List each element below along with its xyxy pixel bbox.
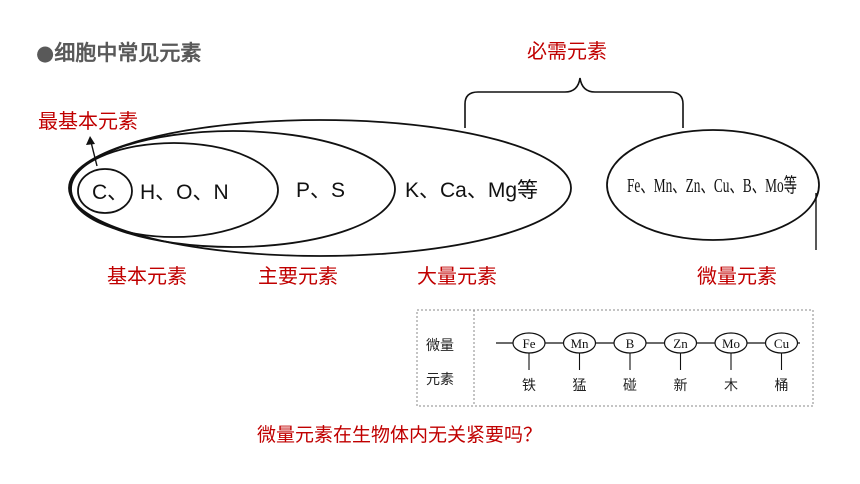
question-text: 微量元素在生物体内无关紧要吗？: [257, 424, 542, 446]
table-header-line1: 微量: [426, 338, 454, 354]
elements-p-s: P、S: [296, 179, 345, 202]
essential-brace: [464, 77, 684, 128]
most-basic-arrowhead: [86, 136, 95, 145]
element-symbol-fe: Fe: [523, 336, 536, 351]
ellipse-most-basic-element: [77, 168, 133, 214]
micro-mnemonic-table: 微量 元素 Fe 铁 Mn 猛 B 碰 Zn 新 Mo 木 Cu 桶: [416, 309, 814, 407]
element-mnemonic-fe: 铁: [522, 378, 536, 394]
ellipse-macro-elements: [68, 119, 572, 257]
most-basic-arrow: [90, 141, 98, 167]
label-basic-elements: 基本元素: [107, 264, 187, 288]
element-symbol-b: B: [626, 336, 635, 351]
elements-h-o-n: H、O、N: [140, 181, 229, 204]
ellipse-micro-elements: [606, 129, 820, 241]
slide-title: ●细胞中常见元素: [36, 41, 201, 65]
element-mnemonic-zn: 新: [674, 378, 688, 394]
element-symbol-zn: Zn: [673, 336, 688, 351]
ellipse-main-elements: [70, 130, 396, 248]
micro-elements-list: Fe、Mn、Zn、Cu、B、Mo等: [627, 174, 797, 197]
ellipse-basic-elements: [69, 142, 279, 238]
element-mnemonic-mn: 猛: [573, 378, 587, 394]
element-symbol-cu: Cu: [774, 336, 790, 351]
elements-k-ca-mg: K、Ca、Mg等: [405, 179, 538, 202]
label-essential-elements: 必需元素: [527, 39, 607, 63]
label-micro-elements: 微量元素: [697, 264, 777, 288]
element-carbon: C、: [92, 181, 128, 204]
element-mnemonic-cu: 桶: [775, 378, 789, 394]
label-macro-elements: 大量元素: [417, 264, 497, 288]
element-mnemonic-b: 碰: [623, 378, 637, 394]
element-symbol-mn: Mn: [570, 336, 589, 351]
label-most-basic-element: 最基本元素: [38, 109, 138, 133]
label-main-elements: 主要元素: [258, 264, 338, 288]
table-header-line2: 元素: [426, 372, 454, 388]
element-symbol-mo: Mo: [722, 336, 740, 351]
element-mnemonic-mo: 木: [724, 378, 738, 394]
